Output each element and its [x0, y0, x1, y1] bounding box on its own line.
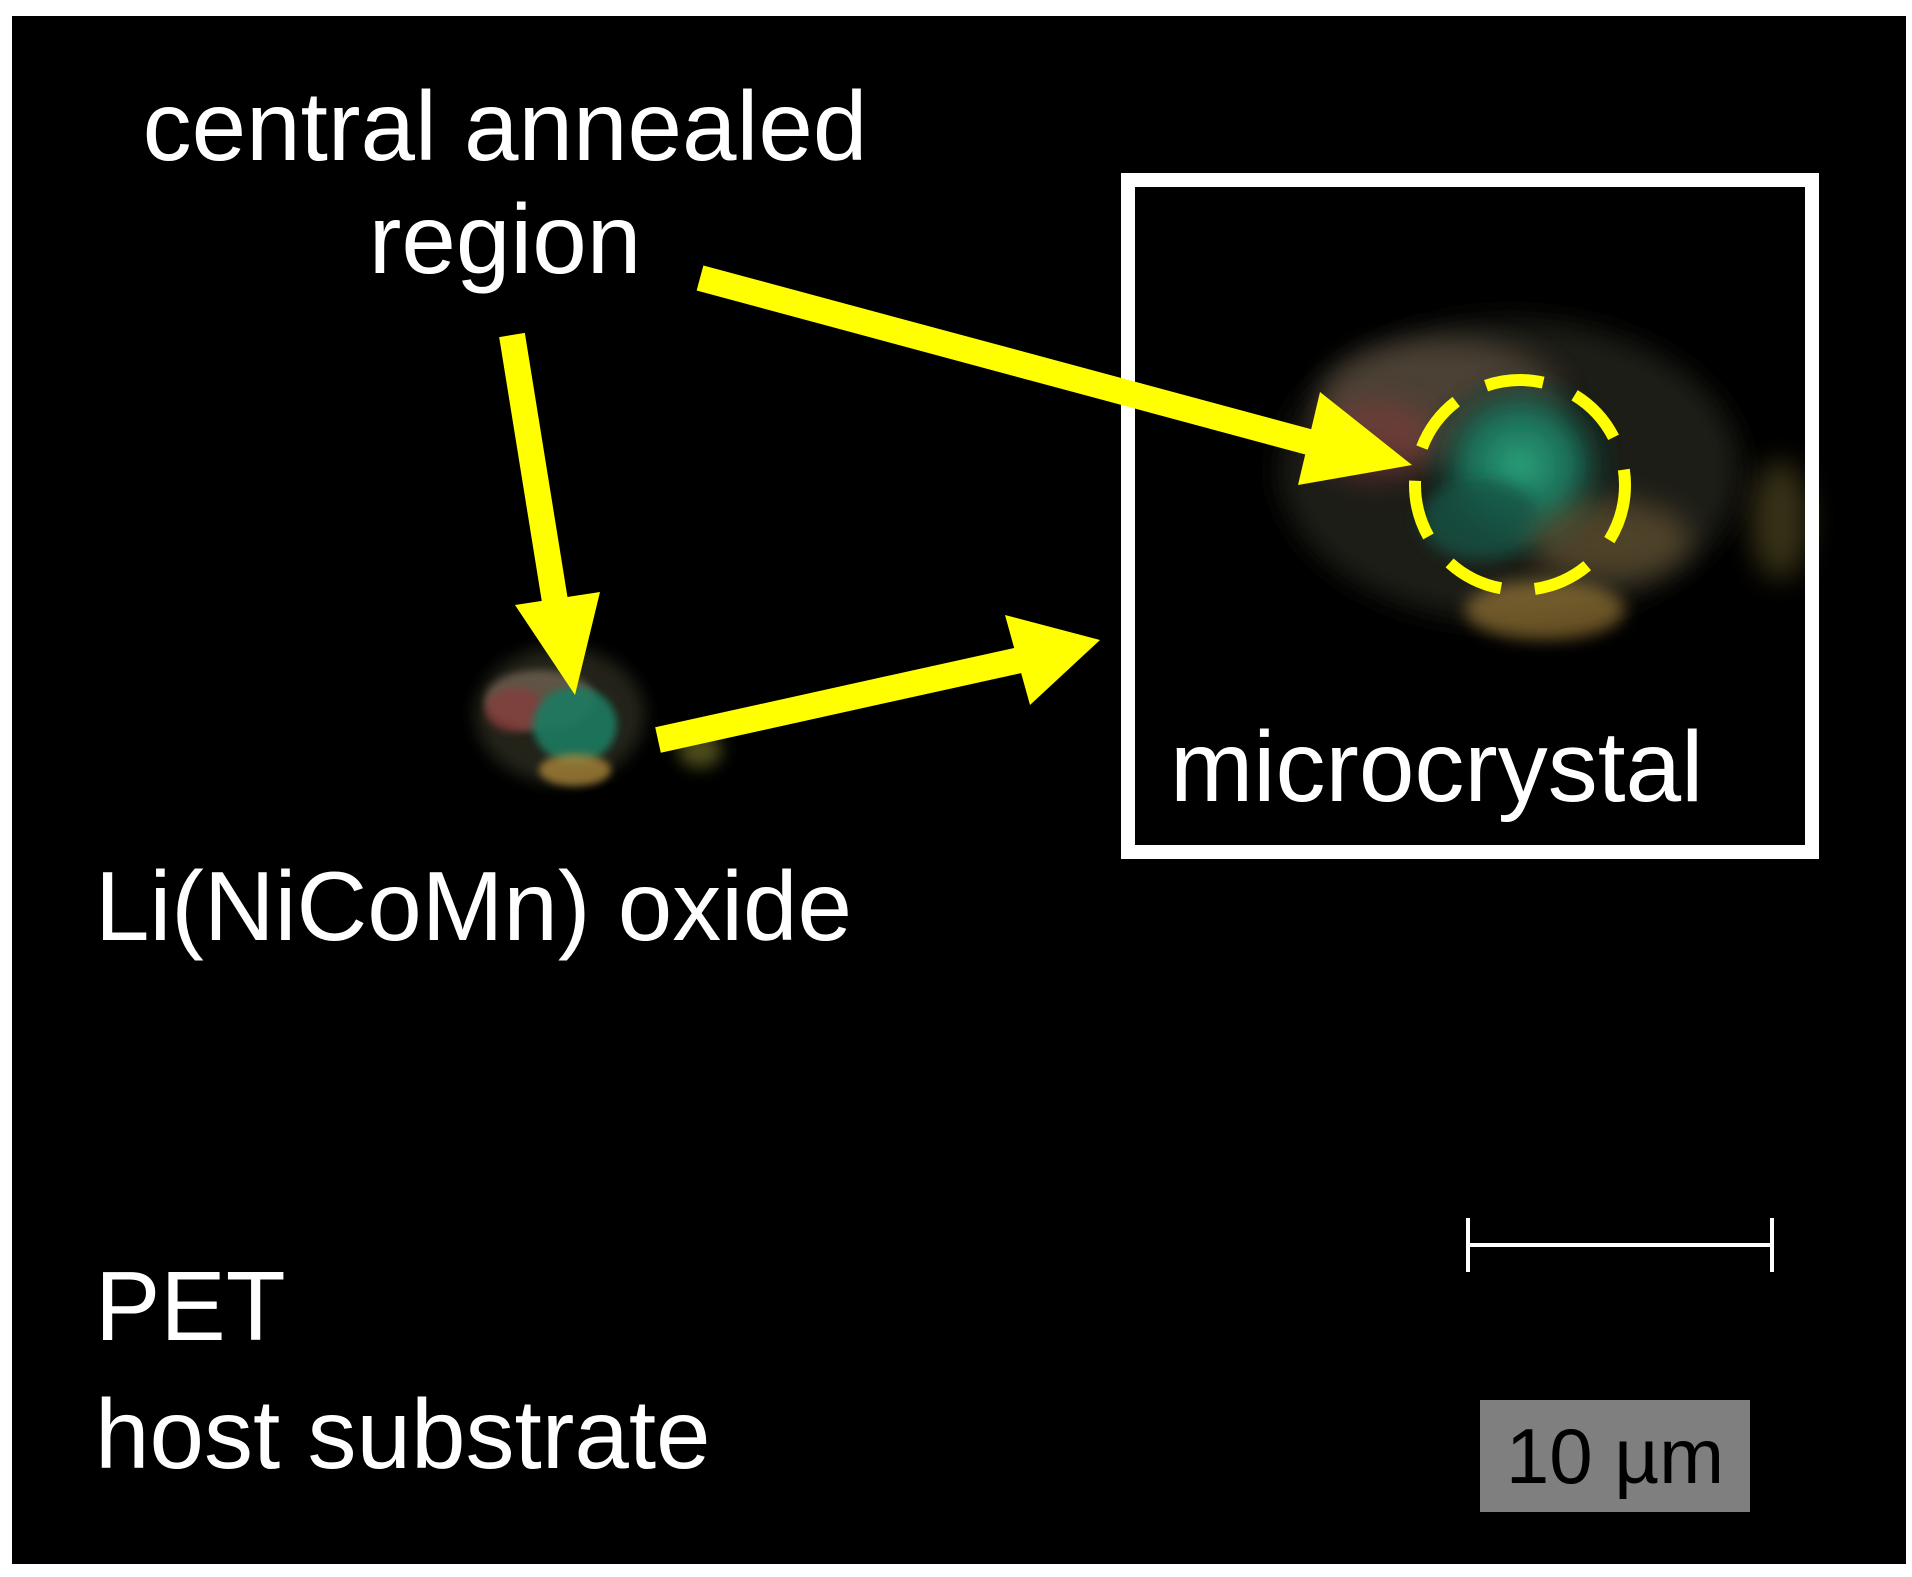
- inset-frame: [1121, 173, 1819, 859]
- scale-label: 10 µm: [1480, 1400, 1750, 1512]
- central-annealed-region-label: central annealed region: [95, 70, 915, 295]
- pet-label: PET: [95, 1251, 286, 1361]
- dark-field-micrograph: [12, 16, 1906, 1564]
- small-particle: [475, 647, 722, 786]
- central-label-line1: central annealed: [142, 71, 868, 181]
- microcrystal-label: microcrystal: [1170, 711, 1704, 823]
- oxide-label: Li(NiCoMn) oxide: [95, 851, 853, 961]
- dashed-circle-icon: [1409, 374, 1631, 596]
- scale-bar-icon: [1466, 1218, 1774, 1272]
- arrow-icon: [499, 265, 1412, 753]
- host-substrate-label: host substrate: [95, 1379, 711, 1489]
- central-label-line2: region: [368, 183, 642, 294]
